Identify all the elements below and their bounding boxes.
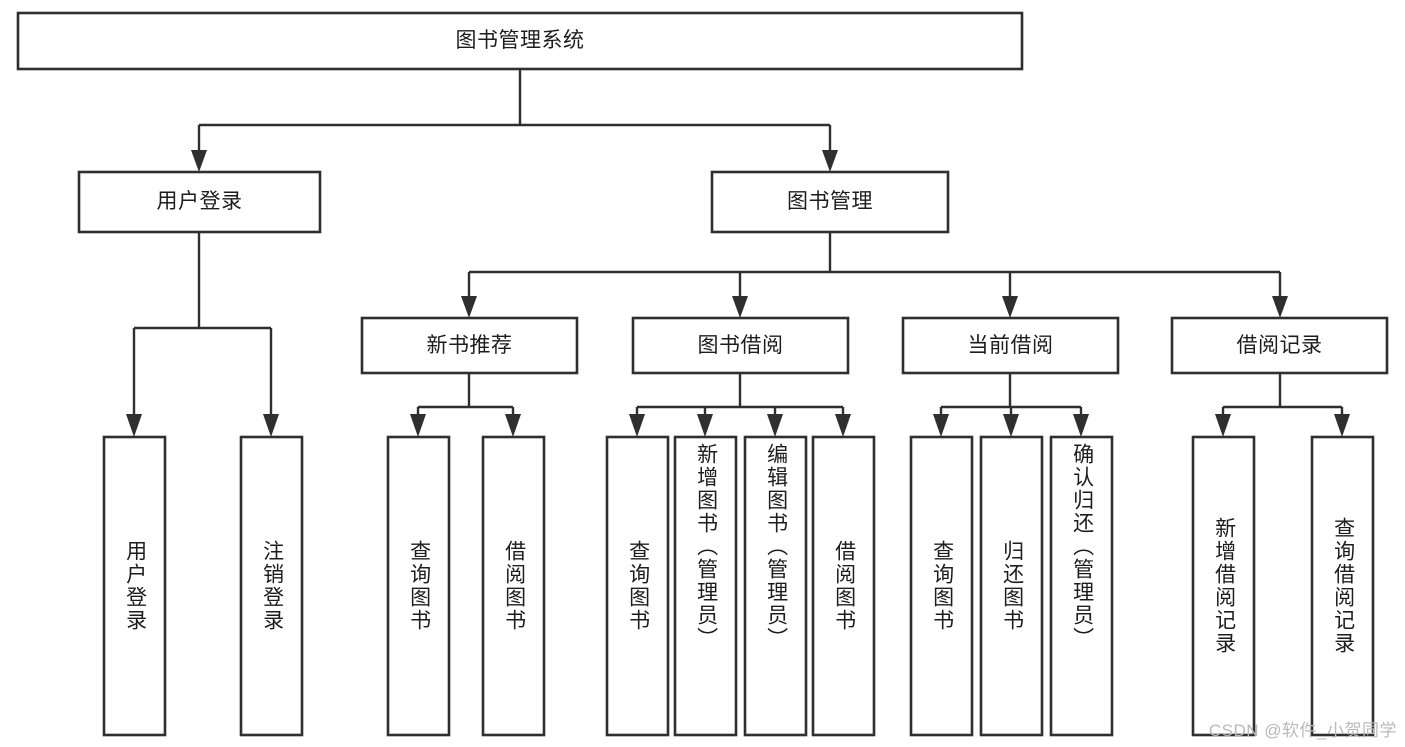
node-leaf-add-book-label: 新增图书（管理员） xyxy=(694,443,718,650)
arrow-bm-to-borrow-record xyxy=(1272,296,1288,318)
node-leaf-query-record[interactable]: 查询借阅记录 xyxy=(1312,437,1373,735)
node-new-book-recommend[interactable]: 新书推荐 xyxy=(362,318,577,373)
node-leaf-query-book-1-label: 查询图书 xyxy=(407,540,431,632)
node-leaf-edit-book-label: 编辑图书（管理员） xyxy=(764,443,788,650)
node-book-management[interactable]: 图书管理 xyxy=(712,172,948,232)
node-user-login[interactable]: 用户登录 xyxy=(79,172,320,232)
node-leaf-return-book[interactable]: 归还图书 xyxy=(981,437,1042,735)
node-leaf-logout-login[interactable]: 注销登录 xyxy=(241,437,302,735)
node-leaf-add-book[interactable]: 新增图书（管理员） xyxy=(675,437,736,735)
node-leaf-query-book-3-rect[interactable] xyxy=(909,435,974,737)
arrow-user-login-to-leaf-2 xyxy=(263,414,279,437)
node-leaf-borrow-book-1-label: 借阅图书 xyxy=(502,540,526,632)
node-leaf-user-login-rect[interactable] xyxy=(102,435,167,737)
node-leaf-query-book-3[interactable]: 查询图书 xyxy=(911,437,972,735)
node-leaf-query-book-1-rect[interactable] xyxy=(386,435,451,737)
arrow-book-borrow-to-leaf-3 xyxy=(767,414,783,437)
node-leaf-add-record-label: 新增借阅记录 xyxy=(1212,517,1236,655)
arrow-current-borrow-to-leaf-2 xyxy=(1003,414,1019,437)
arrow-bm-to-book-borrow xyxy=(732,296,748,318)
node-leaf-borrow-book-2-rect[interactable] xyxy=(811,435,876,737)
node-leaf-query-record-label: 查询借阅记录 xyxy=(1331,517,1355,655)
node-leaf-confirm-return-label: 确认归还（管理员） xyxy=(1070,443,1094,650)
arrow-borrow-record-to-leaf-2 xyxy=(1334,414,1350,437)
node-leaf-confirm-return-rect[interactable] xyxy=(1049,435,1114,737)
arrow-borrow-record-to-leaf-1 xyxy=(1215,414,1231,437)
node-book-borrow[interactable]: 图书借阅 xyxy=(633,318,848,373)
node-current-borrow[interactable]: 当前借阅 xyxy=(903,318,1118,373)
arrow-current-borrow-to-leaf-3 xyxy=(1073,414,1089,437)
node-new-book-recommend-label: 新书推荐 xyxy=(426,333,513,357)
node-root-label: 图书管理系统 xyxy=(455,29,585,53)
node-leaf-return-book-label: 归还图书 xyxy=(1000,540,1024,632)
node-leaf-user-login[interactable]: 用户登录 xyxy=(104,437,165,735)
node-leaf-borrow-book-1[interactable]: 借阅图书 xyxy=(483,437,544,735)
node-leaf-query-book-2-rect[interactable] xyxy=(605,435,670,737)
arrow-bm-to-current-borrow xyxy=(1002,296,1018,318)
node-borrow-record-label: 借阅记录 xyxy=(1236,333,1323,357)
node-leaf-add-record-rect[interactable] xyxy=(1191,435,1256,737)
arrow-book-borrow-to-leaf-2 xyxy=(697,414,713,437)
arrow-root-to-user-login xyxy=(191,150,207,172)
node-leaf-query-record-rect[interactable] xyxy=(1310,435,1375,737)
node-leaf-query-book-2-label: 查询图书 xyxy=(626,540,650,632)
node-current-borrow-label: 当前借阅 xyxy=(967,333,1054,357)
node-leaf-edit-book[interactable]: 编辑图书（管理员） xyxy=(745,437,806,735)
csdn-watermark: CSDN @软件_小贺同学 xyxy=(1208,721,1397,740)
arrow-user-login-to-leaf-1 xyxy=(126,414,142,437)
arrow-bm-to-new-book xyxy=(461,296,477,318)
node-user-login-label: 用户登录 xyxy=(156,190,243,214)
node-borrow-record[interactable]: 借阅记录 xyxy=(1172,318,1387,373)
node-current-borrow-rect[interactable] xyxy=(901,316,1120,375)
node-leaf-logout-login-label: 注销登录 xyxy=(260,540,284,632)
node-leaf-confirm-return[interactable]: 确认归还（管理员） xyxy=(1051,437,1112,735)
node-leaf-user-login-label: 用户登录 xyxy=(123,540,147,632)
node-root[interactable]: 图书管理系统 xyxy=(18,13,1022,69)
arrow-current-borrow-to-leaf-1 xyxy=(933,414,949,437)
node-leaf-borrow-book-1-rect[interactable] xyxy=(481,435,546,737)
node-root-rect[interactable] xyxy=(16,11,1024,71)
node-leaf-return-book-rect[interactable] xyxy=(979,435,1044,737)
node-leaf-add-book-rect[interactable] xyxy=(673,435,738,737)
arrow-book-borrow-to-leaf-1 xyxy=(629,414,645,437)
node-leaf-logout-login-rect[interactable] xyxy=(239,435,304,737)
node-book-management-label: 图书管理 xyxy=(787,190,873,214)
node-leaf-borrow-book-2-label: 借阅图书 xyxy=(832,540,856,632)
arrow-new-book-to-leaf-1 xyxy=(410,414,426,437)
node-leaf-query-book-3-label: 查询图书 xyxy=(930,540,954,632)
arrow-book-borrow-to-leaf-4 xyxy=(835,414,851,437)
node-user-login-rect[interactable] xyxy=(77,170,322,234)
node-book-borrow-label: 图书借阅 xyxy=(697,333,784,357)
node-leaf-query-book-2[interactable]: 查询图书 xyxy=(607,437,668,735)
node-leaf-edit-book-rect[interactable] xyxy=(743,435,808,737)
node-leaf-borrow-book-2[interactable]: 借阅图书 xyxy=(813,437,874,735)
node-leaf-add-record[interactable]: 新增借阅记录 xyxy=(1193,437,1254,735)
node-new-book-recommend-rect[interactable] xyxy=(360,316,579,375)
arrow-root-to-book-management xyxy=(822,150,838,172)
node-leaf-query-book-1[interactable]: 查询图书 xyxy=(388,437,449,735)
arrow-new-book-to-leaf-2 xyxy=(505,414,521,437)
